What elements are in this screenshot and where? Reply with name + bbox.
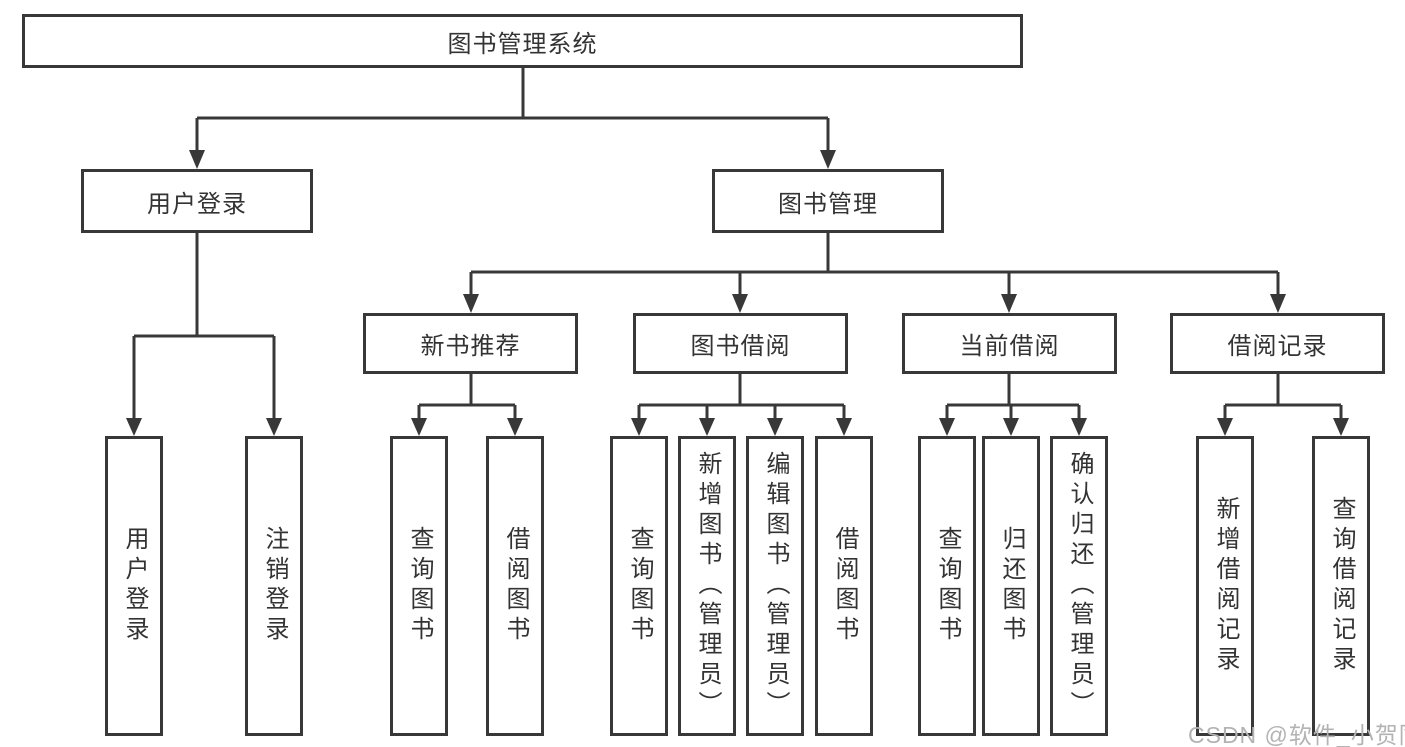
node-book-management: 图书管理 (712, 169, 944, 233)
leaf-add-borrow-record-label: 新增借阅记录 (1212, 496, 1239, 676)
leaf-user-login-label: 用户登录 (121, 526, 148, 646)
leaf-edit-book-admin: 编辑图书（管理员） (746, 436, 804, 736)
leaf-borrow-books-recommend: 借阅图书 (486, 436, 544, 736)
node-book-borrow-label: 图书借阅 (690, 333, 791, 360)
node-borrow-records: 借阅记录 (1170, 313, 1385, 374)
leaf-logout: 注销登录 (245, 436, 303, 736)
leaf-borrow-books-recommend-label: 借阅图书 (502, 526, 529, 646)
node-current-borrow: 当前借阅 (902, 313, 1117, 374)
csdn-watermark: CSDN @软件_小贺同学 (1188, 722, 1405, 747)
arrowheads (126, 150, 1349, 436)
arrowhead-icon (411, 418, 427, 436)
node-user-login: 用户登录 (81, 169, 313, 233)
node-book-borrow: 图书借阅 (633, 313, 848, 374)
leaf-add-book-admin-label: 新增图书（管理员） (694, 451, 721, 721)
leaf-borrow-books: 借阅图书 (815, 436, 873, 736)
leaf-query-books-current: 查询图书 (918, 436, 976, 736)
arrowhead-icon (631, 418, 647, 436)
leaf-query-books-recommend: 查询图书 (390, 436, 448, 736)
arrowhead-icon (699, 418, 715, 436)
leaf-query-books-borrow-label: 查询图书 (626, 526, 653, 646)
leaf-logout-label: 注销登录 (261, 526, 288, 646)
arrowhead-icon (836, 418, 852, 436)
arrowhead-icon (1270, 294, 1286, 313)
leaf-edit-book-admin-label: 编辑图书（管理员） (762, 451, 789, 721)
leaf-add-book-admin: 新增图书（管理员） (678, 436, 736, 736)
node-new-book-recommend: 新书推荐 (363, 313, 578, 374)
arrowhead-icon (1003, 418, 1019, 436)
arrowhead-icon (732, 294, 748, 313)
leaf-query-borrow-record: 查询借阅记录 (1312, 436, 1370, 736)
arrowhead-icon (1217, 418, 1233, 436)
leaf-confirm-return-admin-label: 确认归还（管理员） (1066, 451, 1093, 721)
leaf-borrow-books-label: 借阅图书 (831, 526, 858, 646)
node-book-management-label: 图书管理 (778, 190, 878, 218)
arrowhead-icon (767, 418, 783, 436)
node-root: 图书管理系统 (22, 14, 1023, 68)
node-borrow-records-label: 借阅记录 (1227, 333, 1328, 360)
node-current-borrow-label: 当前借阅 (959, 333, 1060, 360)
arrowhead-icon (463, 294, 479, 313)
arrowhead-icon (939, 418, 955, 436)
arrowhead-icon (1001, 294, 1017, 313)
arrowhead-icon (266, 418, 282, 436)
arrowhead-icon (189, 150, 205, 169)
arrowhead-icon (1071, 418, 1087, 436)
leaf-add-borrow-record: 新增借阅记录 (1196, 436, 1254, 736)
node-user-login-label: 用户登录 (147, 190, 247, 218)
arrowhead-icon (507, 418, 523, 436)
leaf-query-books-current-label: 查询图书 (934, 526, 961, 646)
leaf-confirm-return-admin: 确认归还（管理员） (1050, 436, 1108, 736)
leaf-return-books: 归还图书 (982, 436, 1040, 736)
node-root-label: 图书管理系统 (447, 30, 598, 58)
leaf-query-books-recommend-label: 查询图书 (406, 526, 433, 646)
leaf-query-borrow-record-label: 查询借阅记录 (1328, 496, 1355, 676)
leaf-return-books-label: 归还图书 (998, 526, 1025, 646)
leaf-query-books-borrow: 查询图书 (610, 436, 668, 736)
node-new-book-recommend-label: 新书推荐 (420, 333, 521, 360)
arrowhead-icon (820, 150, 836, 169)
arrowhead-icon (126, 418, 142, 436)
leaf-user-login: 用户登录 (105, 436, 163, 736)
arrowhead-icon (1333, 418, 1349, 436)
